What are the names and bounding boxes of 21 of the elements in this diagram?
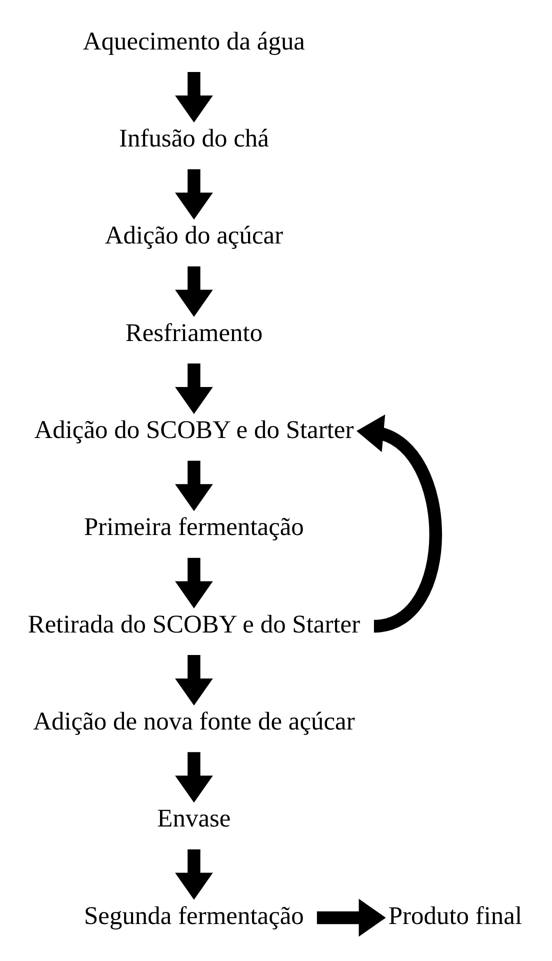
node-text: Adição de nova fonte de açúcar xyxy=(33,706,355,736)
arrow xyxy=(175,655,213,706)
arrow xyxy=(175,266,213,317)
arrow xyxy=(175,364,213,414)
arrow xyxy=(175,752,213,803)
arrow xyxy=(175,460,213,512)
node-text: Adição do SCOBY e do Starter xyxy=(34,414,354,444)
arrow xyxy=(175,849,213,900)
arrow xyxy=(175,558,213,608)
node-text: Adição do açúcar xyxy=(104,220,284,250)
node-text: Infusão do chá xyxy=(119,123,269,152)
node-text: Segunda fermentação xyxy=(84,900,304,930)
node-text: Primeira fermentação xyxy=(84,512,304,542)
arrow xyxy=(316,898,386,937)
arrow xyxy=(175,72,213,122)
node-text: Produto final xyxy=(388,900,522,930)
node-text: Resfriamento xyxy=(125,318,263,347)
node-text: Envase xyxy=(157,804,231,833)
node-text: Aquecimento da água xyxy=(82,26,305,56)
arrow xyxy=(175,169,213,220)
node-text: Retirada do SCOBY e do Starter xyxy=(28,609,360,638)
